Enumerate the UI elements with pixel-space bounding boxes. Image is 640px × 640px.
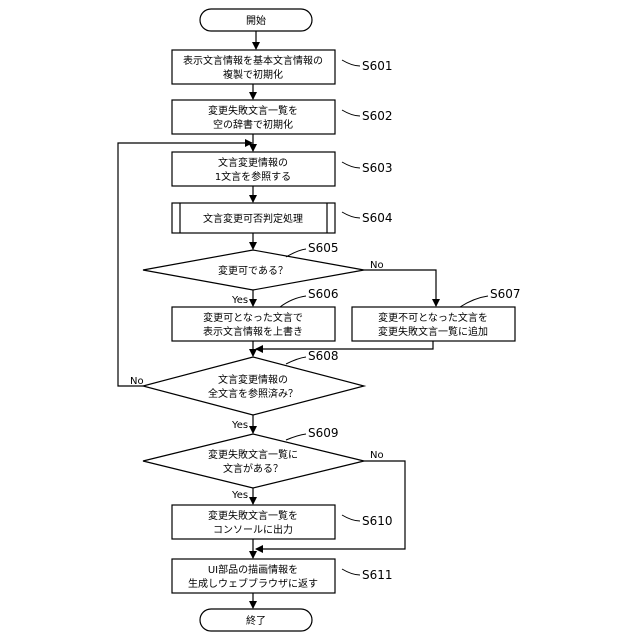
s609-line1: 変更失敗文言一覧に: [208, 448, 298, 461]
process-s602: 変更失敗文言一覧を 空の辞書で初期化: [172, 100, 335, 134]
s601-step-label: S601: [362, 59, 393, 73]
s610-line2: コンソールに出力: [213, 523, 293, 536]
s606-line1: 変更可となった文言で: [203, 311, 303, 324]
s611-line1: UI部品の描画情報を: [208, 563, 298, 576]
s607-line2: 変更失敗文言一覧に追加: [378, 325, 488, 338]
s609-yes-label: Yes: [231, 490, 248, 501]
s607-step-label: S607: [490, 287, 521, 301]
s606-line2: 表示文言情報を上書き: [203, 325, 303, 338]
s608-line1: 文言変更情報の: [218, 373, 288, 386]
s606-step-label: S606: [308, 287, 339, 301]
process-s610: 変更失敗文言一覧を コンソールに出力: [172, 505, 335, 539]
s603-line2: 1文言を参照する: [215, 170, 291, 183]
s607-leader: [460, 296, 488, 307]
decision-s608: 文言変更情報の 全文言を参照済み？: [143, 357, 364, 415]
s608-yes-label: Yes: [231, 420, 248, 431]
s604-step-label: S604: [362, 211, 393, 225]
s601-line1: 表示文言情報を基本文言情報の: [183, 54, 323, 67]
process-s603: 文言変更情報の 1文言を参照する: [172, 152, 335, 186]
s602-leader: [342, 110, 360, 116]
start-terminal: 開始: [200, 9, 312, 31]
s610-leader: [342, 515, 360, 521]
process-s601: 表示文言情報を基本文言情報の 複製で初期化: [172, 50, 335, 84]
s605-no-label: No: [370, 260, 384, 271]
s602-line2: 空の辞書で初期化: [213, 118, 293, 131]
subprocess-s604: 文言変更可否判定処理: [172, 203, 335, 233]
s611-step-label: S611: [362, 568, 393, 582]
s603-step-label: S603: [362, 161, 393, 175]
s609-step-label: S609: [308, 426, 339, 440]
s608-step-label: S608: [308, 349, 339, 363]
s609-leader: [286, 434, 306, 440]
s609-no-label: No: [370, 450, 384, 461]
s605-yes-label: Yes: [231, 295, 248, 306]
s608-no-label: No: [130, 376, 144, 387]
s603-leader: [342, 162, 360, 168]
s611-line2: 生成しウェブブラウザに返す: [188, 577, 318, 590]
start-text: 開始: [246, 14, 266, 27]
process-s606: 変更可となった文言で 表示文言情報を上書き: [172, 307, 335, 341]
s604-leader: [342, 212, 360, 218]
s601-leader: [342, 60, 360, 66]
s610-step-label: S610: [362, 514, 393, 528]
process-s607: 変更不可となった文言を 変更失敗文言一覧に追加: [352, 307, 515, 341]
arrow-s607-merge: [256, 341, 433, 349]
s608-leader: [286, 357, 306, 364]
s610-line1: 変更失敗文言一覧を: [208, 509, 298, 522]
s606-leader: [280, 296, 306, 307]
s602-step-label: S602: [362, 109, 393, 123]
s607-line1: 変更不可となった文言を: [378, 311, 488, 324]
arrow-s605-no: [364, 270, 436, 306]
s605-step-label: S605: [308, 241, 339, 255]
s609-line2: 文言がある？: [223, 462, 283, 475]
decision-s609: 変更失敗文言一覧に 文言がある？: [143, 434, 364, 488]
process-s611: UI部品の描画情報を 生成しウェブブラウザに返す: [172, 559, 335, 593]
s603-line1: 文言変更情報の: [218, 156, 288, 169]
s602-line1: 変更失敗文言一覧を: [208, 104, 298, 117]
s601-line2: 複製で初期化: [223, 68, 283, 81]
decision-s605: 変更可である？: [143, 250, 364, 290]
s604-text: 文言変更可否判定処理: [203, 212, 303, 225]
s611-leader: [342, 569, 360, 575]
end-text: 終了: [246, 614, 266, 627]
s608-line2: 全文言を参照済み？: [208, 387, 298, 400]
s605-text: 変更可である？: [218, 264, 288, 277]
end-terminal: 終了: [200, 609, 312, 631]
s605-leader: [286, 249, 306, 257]
